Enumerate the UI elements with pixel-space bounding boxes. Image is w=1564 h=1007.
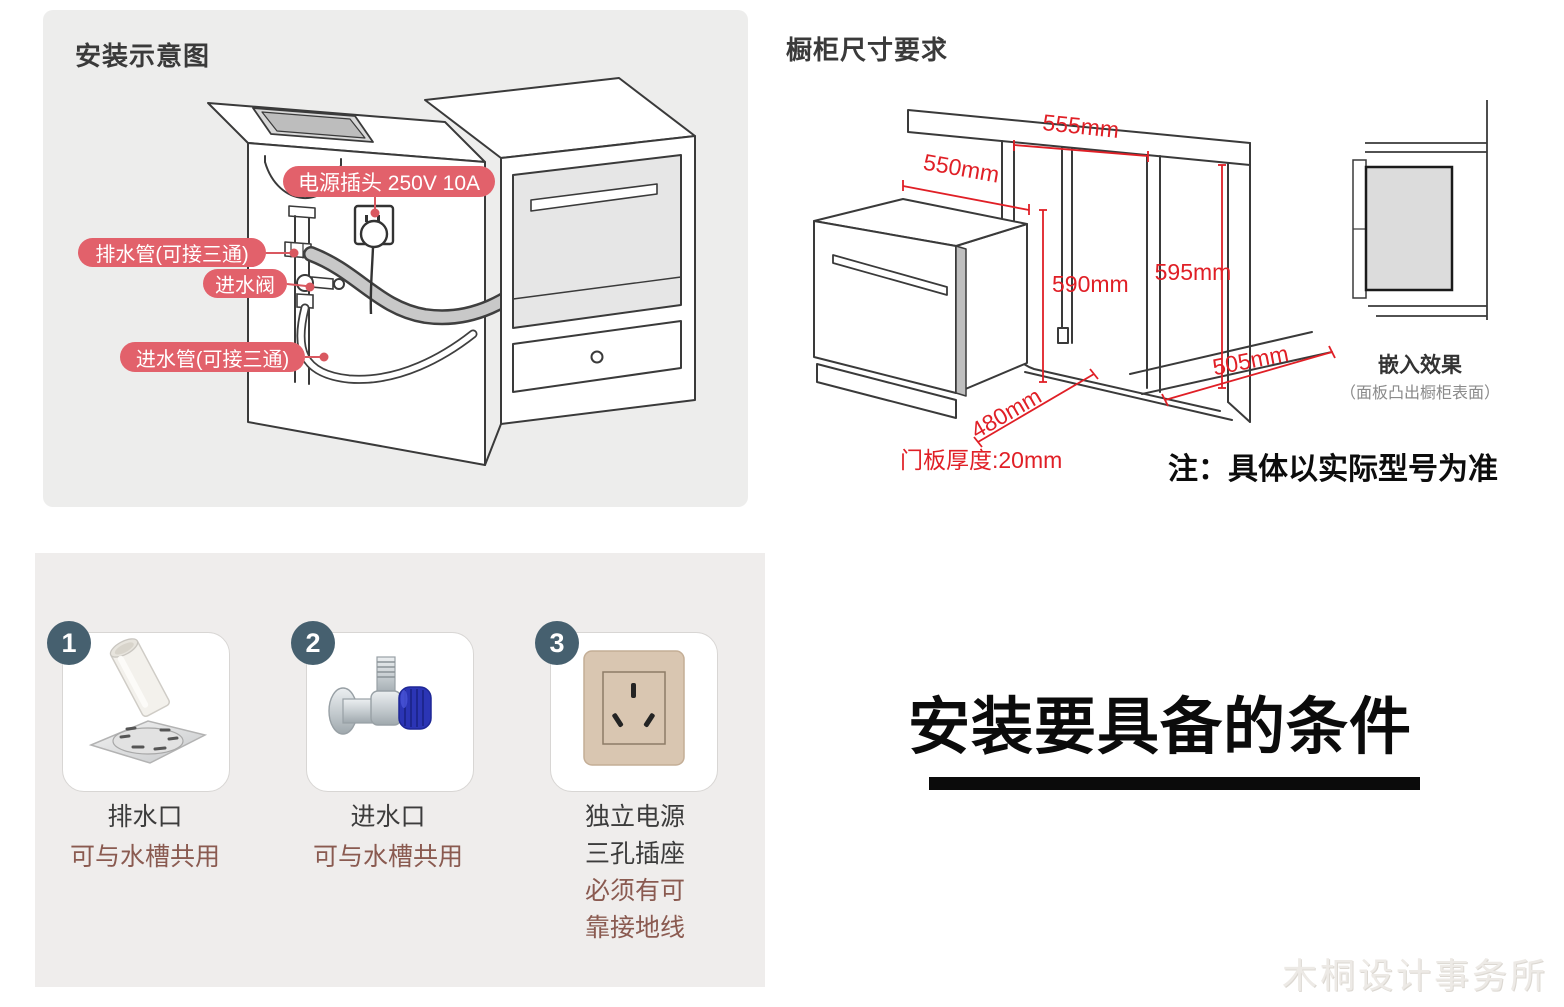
installation-diagram-title: 安装示意图 (75, 41, 211, 71)
badge-3: 3 (535, 621, 579, 665)
valve-neck (342, 698, 376, 724)
valve-top-outlet (376, 656, 396, 696)
base-recede-edge2 (1141, 351, 1333, 395)
card-drain-outlet (62, 632, 230, 792)
power-plug-label: 电源插头 250V 10A (283, 166, 495, 197)
model-note: 注：具体以实际型号为准 (1168, 453, 1498, 486)
inlet-hose (296, 303, 478, 384)
base-recede-edge (1129, 331, 1313, 375)
cap3-name: 独立电源 (584, 803, 685, 831)
card-inlet-valve (306, 632, 474, 792)
socket-right-slot (643, 713, 655, 728)
floor-drain-image (88, 638, 208, 764)
drain-pipe-label-text: 排水管(可接三通) (95, 244, 249, 266)
badge-2: 2 (291, 621, 335, 665)
banner-title: 安装要具备的条件 (907, 693, 1412, 762)
angle-valve-image (328, 656, 432, 735)
niche-notch (1057, 327, 1069, 344)
cap3-name2: 三孔插座 (584, 840, 685, 868)
watermark: 木桐设计事务所 (1282, 957, 1549, 996)
embed-effect-diagram (1352, 100, 1488, 320)
inlet-valve (296, 274, 345, 309)
door-thickness-note: 门板厚度:20mm (900, 447, 1062, 473)
drain-slots (119, 726, 179, 751)
cap3-note: 必须有可 (584, 877, 685, 905)
cap1-note: 可与水槽共用 (69, 843, 220, 871)
cabinet-dims-drawing: 555mm 550mm 590mm 595mm 505mm 480mm 门板厚度… (813, 100, 1500, 473)
drain-pipe-collar (288, 205, 316, 219)
cap2-note: 可与水槽共用 (312, 843, 463, 871)
socket-plate (583, 650, 685, 766)
card-power-socket (550, 632, 718, 792)
embed-effect-title: 嵌入效果 (1378, 353, 1462, 377)
inlet-pipe-label-text: 进水管(可接三通) (135, 348, 290, 371)
dw-door-edge (955, 245, 967, 397)
socket-image (583, 650, 685, 766)
embed-panel (1364, 165, 1454, 292)
dishwasher-door-panel (512, 154, 682, 329)
dishwasher (424, 77, 696, 425)
cap3-note2: 靠接地线 (584, 914, 685, 942)
drain-pipe-label: 排水管(可接三通) (78, 238, 266, 267)
cabinet-corner-line (484, 423, 502, 466)
installation-diagram-drawing (207, 77, 696, 466)
inlet-valve-label: 进水阀 (203, 269, 287, 298)
banner-underline (929, 777, 1420, 790)
drain-pipe-stub (109, 638, 170, 718)
dimension-lines (902, 140, 1336, 448)
dishwasher-handle (530, 183, 658, 212)
power-plug-label-text: 电源插头 250V 10A (297, 171, 481, 195)
drain-grate (112, 727, 184, 755)
inlet-pipe-label: 进水管(可接三通) (120, 342, 305, 372)
cap2-name: 进水口 (350, 803, 426, 831)
socket-left-slot (612, 713, 624, 728)
cabinet-dims-title: 橱柜尺寸要求 (786, 35, 949, 65)
socket-pin-slot (377, 215, 380, 222)
socket-inner-frame (602, 671, 666, 745)
dishwasher-pulled-out (813, 198, 1028, 419)
drawer-knob (590, 350, 604, 364)
label-leaders (266, 196, 376, 358)
dim-590: 590mm (1052, 271, 1129, 297)
valve-body (370, 690, 402, 726)
leader-dots (289, 208, 380, 362)
dim-550: 550mm (921, 149, 1001, 188)
valve-threads (377, 661, 395, 678)
base-front-edge2 (1024, 371, 1233, 421)
socket-earth-slot (631, 683, 636, 698)
socket-pin-slot (365, 215, 368, 222)
dim-595: 595mm (1155, 259, 1232, 285)
panel-seam (512, 276, 682, 300)
power-socket (353, 204, 395, 315)
embed-effect-subtitle: （面板凸出橱柜表面） (1340, 384, 1500, 402)
plug (359, 219, 389, 249)
dw-front (813, 220, 957, 394)
knob-highlight (400, 690, 408, 708)
dim-480: 480mm (966, 383, 1045, 444)
cap1-name: 排水口 (107, 803, 183, 831)
dw-kick (816, 363, 957, 419)
installation-diagram-panel: 安装示意图 (43, 10, 748, 507)
inlet-valve-label-text: 进水阀 (215, 275, 275, 297)
power-cord (369, 246, 375, 315)
sink-basin-hole (261, 111, 366, 139)
right-wall-base (1227, 401, 1251, 423)
badge-1: 1 (47, 621, 91, 665)
dw-handle (832, 254, 948, 296)
